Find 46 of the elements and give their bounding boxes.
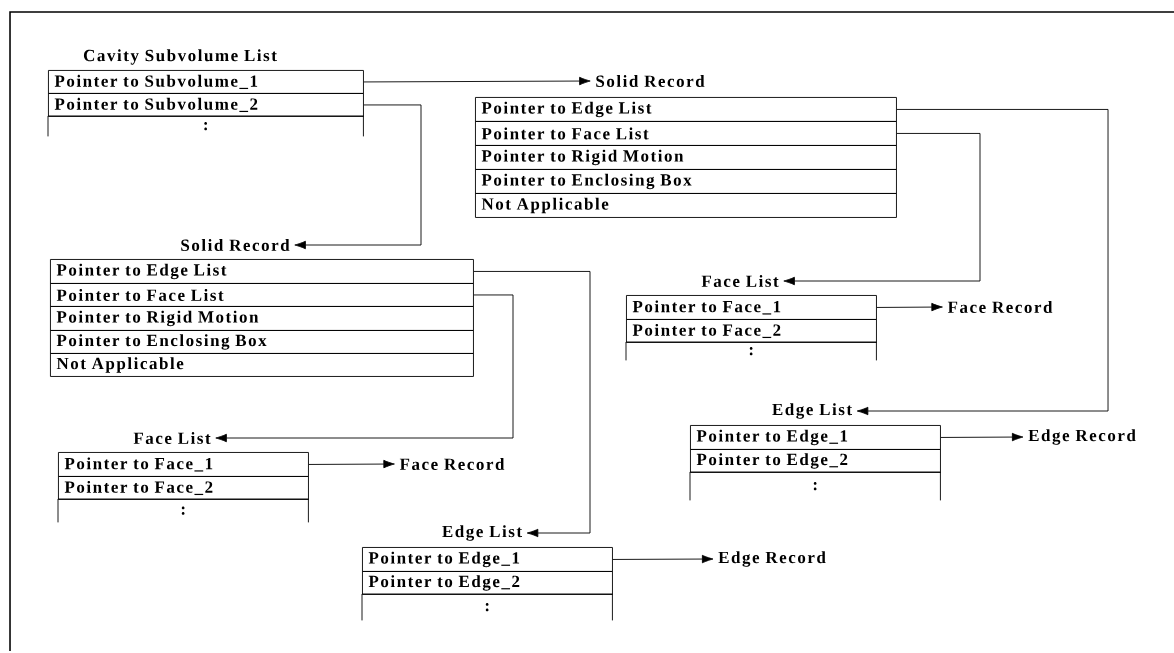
arrow	[308, 459, 395, 469]
table-row: Pointer to Enclosing Box	[475, 169, 897, 194]
arrow	[856, 109, 1109, 416]
arrow	[363, 76, 591, 86]
table-row: Not Applicable	[50, 353, 474, 377]
table-row: Pointer to Edge List	[475, 97, 897, 122]
continuation-row: :	[689, 471, 941, 501]
arrow	[215, 294, 514, 443]
table-row: Pointer to Edge_1	[690, 425, 941, 450]
record-title: Solid Record	[596, 75, 705, 87]
record-label: Edge Record	[1028, 429, 1136, 445]
table-row: Pointer to Face_1	[626, 295, 877, 320]
continuation-row: :	[47, 115, 364, 137]
table-row: Pointer to Rigid Motion	[475, 145, 897, 170]
continuation-row: :	[57, 498, 309, 523]
arrow	[473, 271, 591, 538]
table-row: Pointer to Face_1	[58, 452, 309, 477]
record-title: Edge List	[772, 403, 852, 419]
table-row: Pointer to Subvolume_1	[48, 70, 364, 94]
table-row: Pointer to Face List	[50, 283, 474, 307]
record-title: Solid Record	[181, 239, 290, 251]
record-label: Edge Record	[718, 551, 826, 567]
table-row: Pointer to Face_2	[58, 476, 309, 500]
table-row: Pointer to Face_2	[626, 319, 877, 343]
table-row: Pointer to Rigid Motion	[50, 306, 474, 331]
continuation-row: :	[625, 341, 877, 361]
table-row: Pointer to Subvolume_2	[48, 93, 364, 117]
arrow	[876, 302, 943, 312]
table-row: Pointer to Edge_2	[690, 449, 941, 473]
record-title: Edge List	[442, 525, 522, 541]
arrow	[612, 554, 714, 564]
table-row: Pointer to Face List	[475, 121, 897, 146]
table-row: Pointer to Edge_2	[362, 571, 613, 595]
table-row: Pointer to Edge_1	[362, 547, 613, 572]
record-label: Face Record	[947, 301, 1053, 313]
record-label: Face Record	[399, 458, 505, 470]
table-row: Pointer to Edge List	[50, 259, 474, 284]
record-title: Face List	[133, 432, 211, 444]
list-title: Cavity Subvolume List	[83, 49, 277, 65]
table-row: Not Applicable	[475, 193, 897, 218]
record-title: Face List	[701, 275, 779, 287]
arrow	[783, 133, 981, 286]
arrow	[940, 432, 1024, 442]
table-row: Pointer to Enclosing Box	[50, 330, 474, 354]
arrow	[294, 104, 422, 250]
continuation-row: :	[361, 593, 613, 621]
